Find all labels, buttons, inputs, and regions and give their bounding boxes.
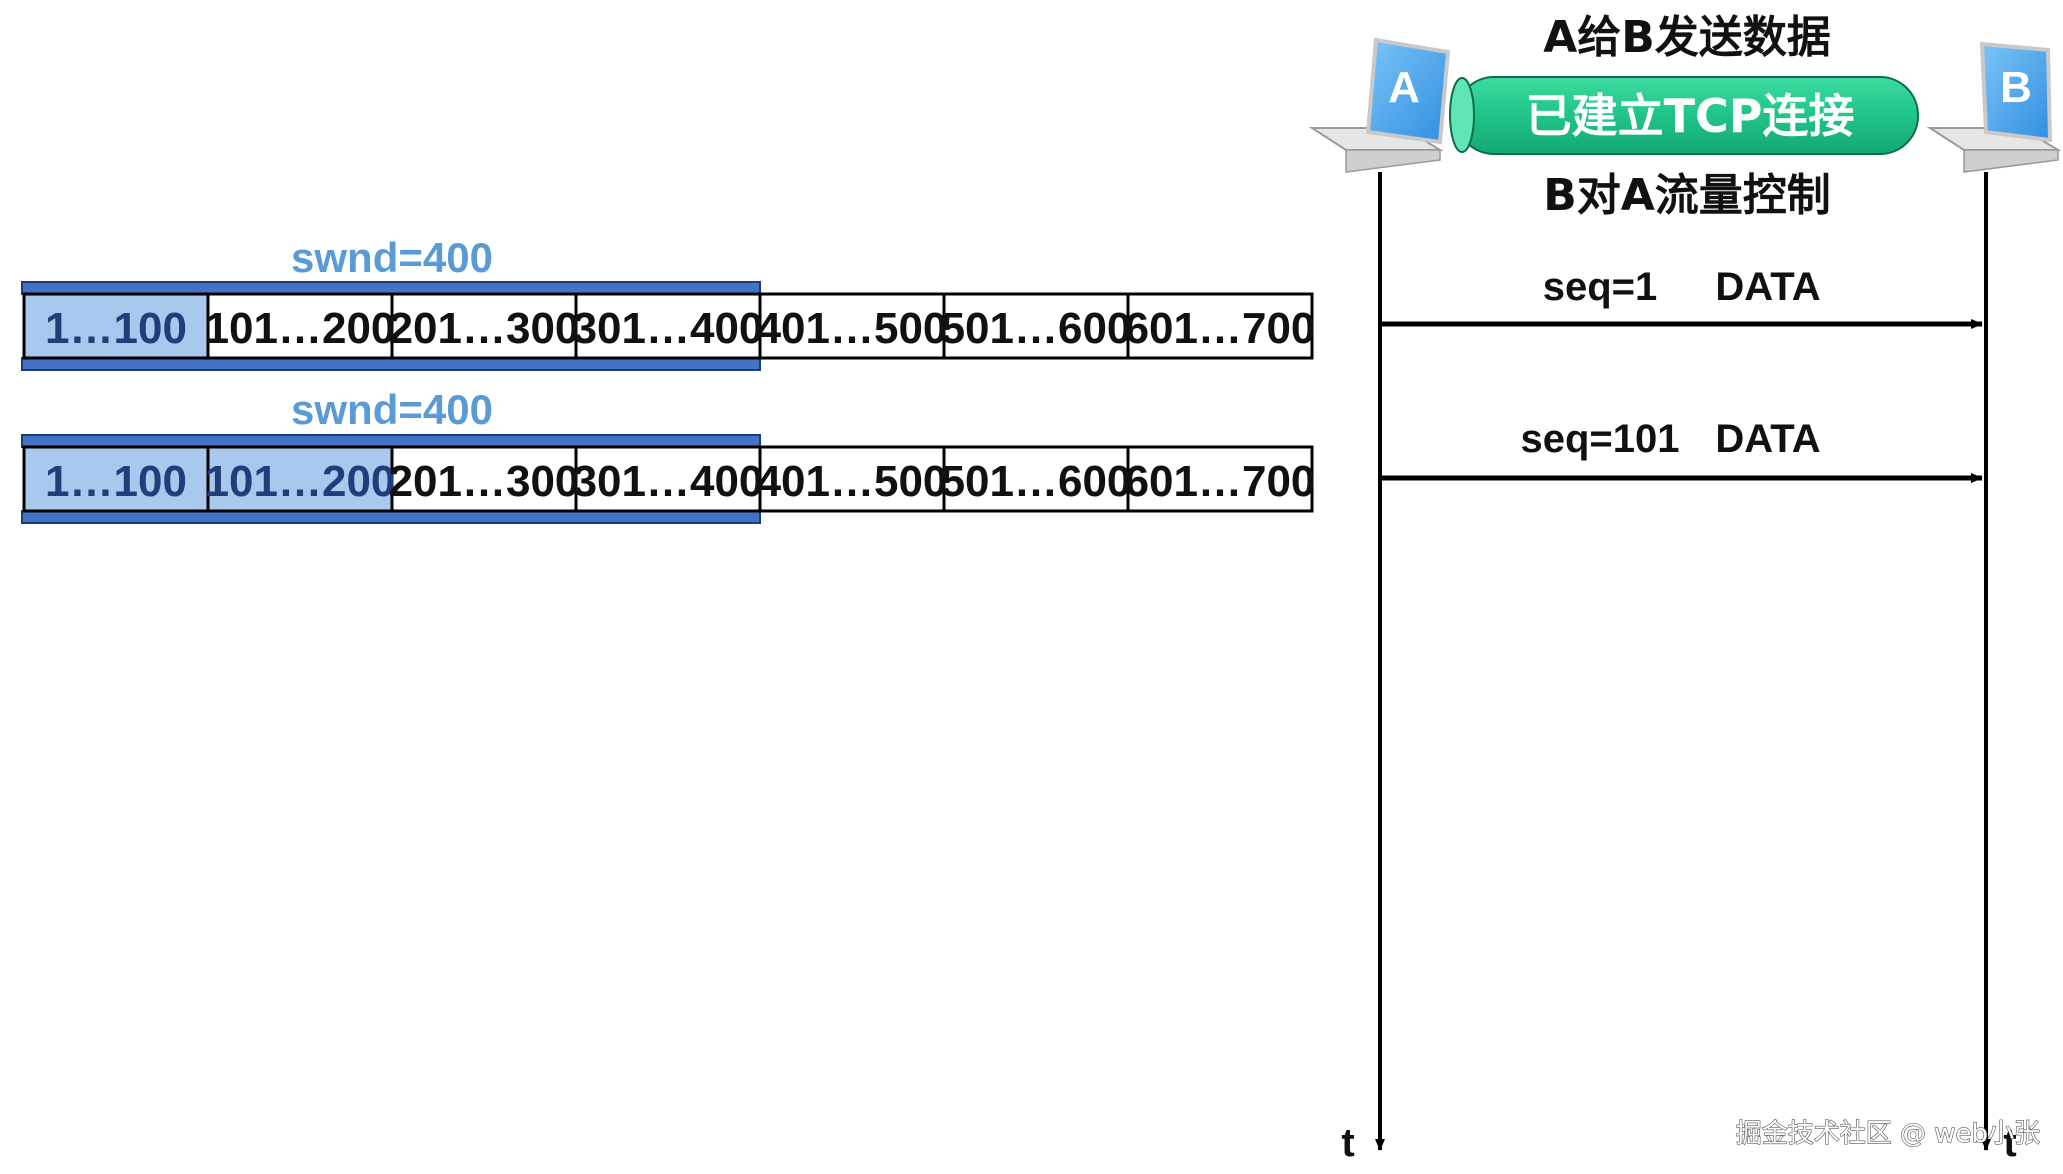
watermark: 掘金技术社区 @ web小张 [1736,1119,2040,1149]
top-label: A给B发送数据 [1543,12,1831,63]
window-row-2: swnd=400 1…100 101…200 201…300 301…400 4… [21,386,1316,524]
time-label-b: t [2003,1121,2016,1165]
message-payload: DATA [1715,265,1820,309]
window-row-1: swnd=400 1…100 101…200 201…300 301…400 4… [21,234,1316,371]
byte-cell [22,292,210,360]
message-payload: DATA [1715,417,1820,461]
byte-cell-label: 301…400 [573,457,764,506]
message-seq: seq=101 [1520,417,1679,461]
connection-header: A给B发送数据 已建立TCP连接 B对A流量控制 A B [1308,12,2062,221]
byte-cell-label: 301…400 [573,304,764,353]
byte-cell [942,445,1130,513]
window-bar-bottom [21,510,761,524]
flow-control-label: B对A流量控制 [1543,170,1831,221]
byte-cell-label: 1…100 [45,457,187,506]
byte-cell [22,445,210,513]
byte-cell-label: 501…600 [941,457,1132,506]
byte-cell [1126,292,1314,360]
message-2: seq=101 DATA [1382,417,1983,483]
byte-cell-label: 601…700 [1125,457,1316,506]
byte-cell-label: 601…700 [1125,304,1316,353]
window-bar-top [21,434,761,448]
laptop-a-icon: A [1308,37,1451,173]
window-bar-top [21,281,761,295]
message-seq: seq=1 [1543,265,1658,309]
laptop-b-icon: B [1926,41,2062,173]
byte-cell-label: 201…300 [389,457,580,506]
swnd-label: swnd=400 [291,234,493,281]
byte-cell [942,292,1130,360]
connection-pipe: 已建立TCP连接 [1449,76,1919,155]
message-1: seq=1 DATA [1382,265,1983,329]
sender-windows: swnd=400 1…100 101…200 201…300 301…400 4… [21,234,1316,524]
timelines: t t [1341,172,2017,1165]
byte-cell [390,292,578,360]
host-a-letter: A [1388,63,1420,112]
byte-cells: 1…100 101…200 201…300 301…400 401…500 50… [22,292,1316,360]
byte-cells: 1…100 101…200 201…300 301…400 401…500 50… [22,445,1316,513]
byte-cell-label: 101…200 [205,457,396,506]
byte-cell-label: 401…500 [757,457,948,506]
byte-cell [206,292,394,360]
byte-cell [390,445,578,513]
window-bar-bottom [21,357,761,371]
time-label-a: t [1341,1121,1354,1165]
byte-cell [758,445,946,513]
swnd-label: swnd=400 [291,386,493,433]
byte-cell-label: 101…200 [205,304,396,353]
byte-cell-label: 501…600 [941,304,1132,353]
host-b-letter: B [2000,63,2032,112]
byte-cell [206,445,394,513]
messages: seq=1 DATA seq=101 DATA [1382,265,1983,483]
byte-cell-label: 401…500 [757,304,948,353]
byte-cell [1126,445,1314,513]
byte-cell-label: 201…300 [389,304,580,353]
byte-cell [758,292,946,360]
connection-label: 已建立TCP连接 [1526,89,1855,143]
byte-cell-label: 1…100 [45,304,187,353]
